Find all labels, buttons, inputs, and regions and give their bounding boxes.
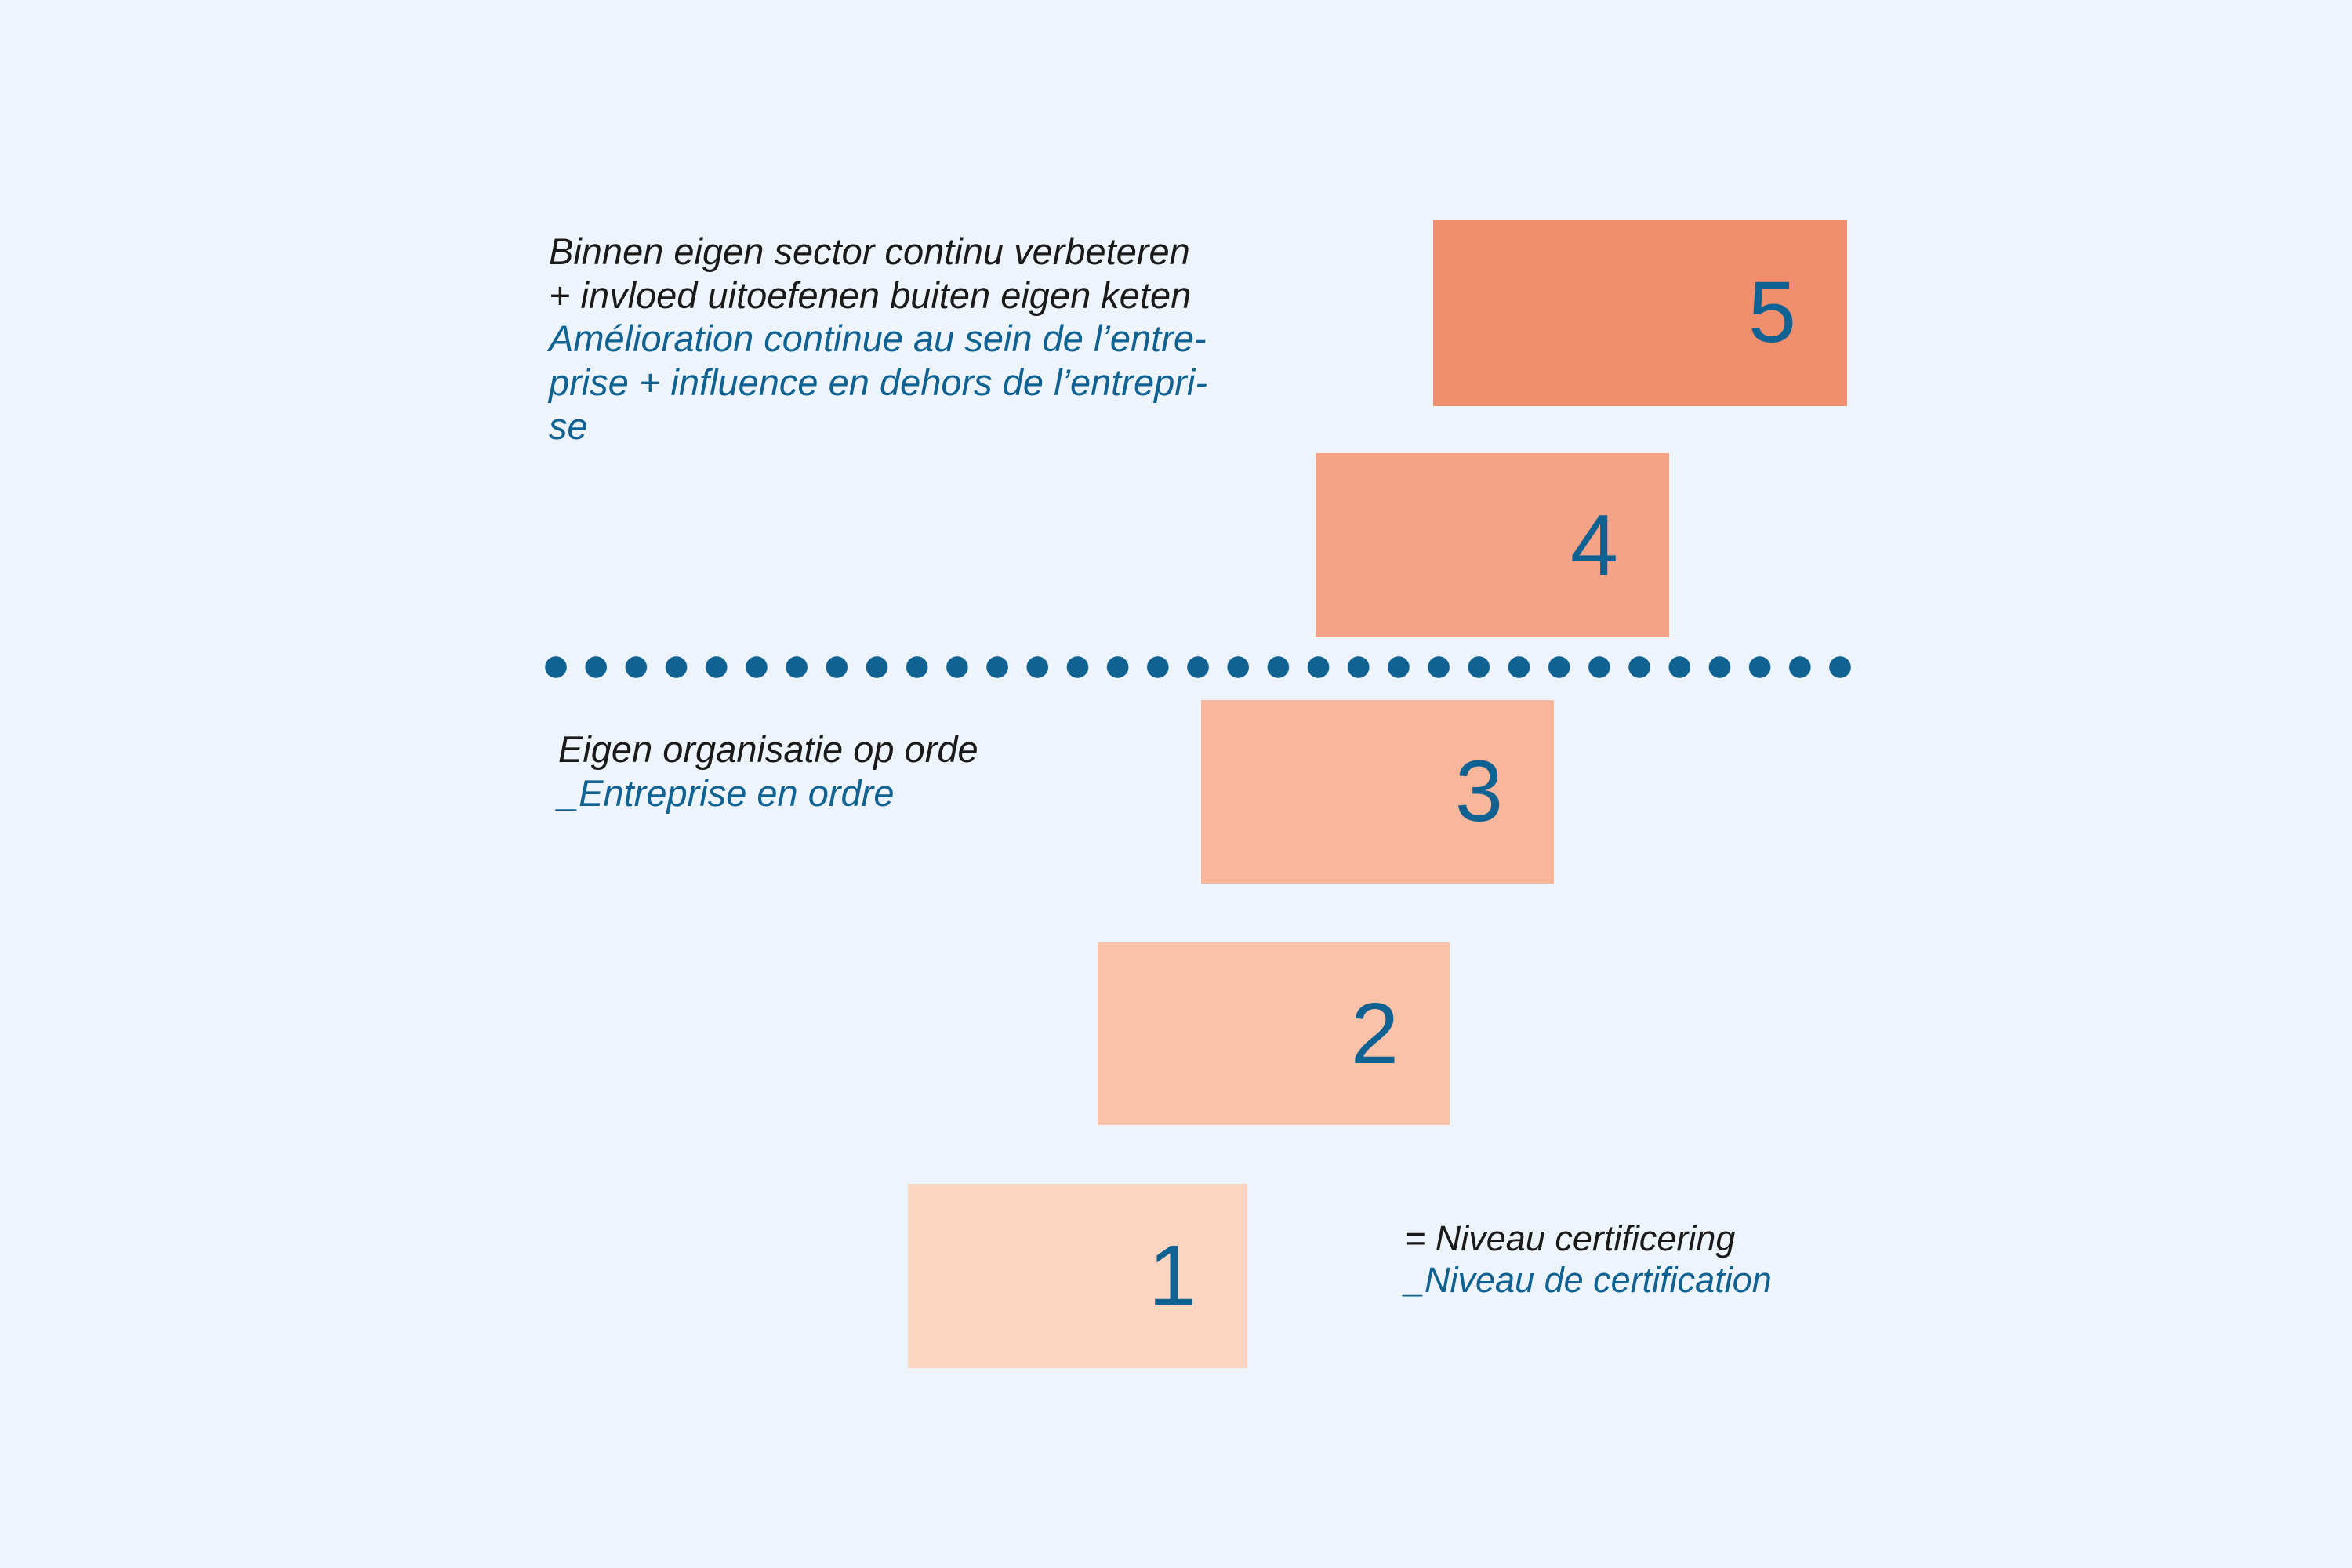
label-sector-improvement-fr-line-3: se xyxy=(549,405,588,447)
legend-certification-level: = Niveau certificering _Niveau de certif… xyxy=(1405,1218,1954,1301)
level-bar-3-number: 3 xyxy=(1454,743,1503,840)
label-sector-improvement-nl-line-2: + invloed uitoefenen buiten eigen keten xyxy=(549,274,1192,316)
legend-certification-fr-line-1: _Niveau de certification xyxy=(1405,1260,1772,1301)
label-sector-improvement-nl-line-1: Binnen eigen sector continu verbeteren xyxy=(549,230,1190,272)
level-bar-1[interactable]: 1 xyxy=(908,1184,1247,1368)
level-bar-1-number: 1 xyxy=(1148,1227,1196,1324)
label-own-organisation: Eigen organisatie op orde _Entreprise en… xyxy=(558,728,1060,815)
label-sector-improvement-fr-line-2: prise + influence en dehors de l’entrepr… xyxy=(549,361,1207,404)
level-bar-5[interactable]: 5 xyxy=(1433,220,1847,406)
level-bar-2-number: 2 xyxy=(1350,985,1399,1082)
label-sector-improvement: Binnen eigen sector continu verbeteren +… xyxy=(549,230,1207,448)
label-own-organisation-nl-line-1: Eigen organisatie op orde xyxy=(558,728,978,770)
legend-certification-nl-line-1: = Niveau certificering xyxy=(1405,1218,1736,1258)
level-bar-5-number: 5 xyxy=(1748,264,1796,361)
level-bar-4-number: 4 xyxy=(1570,496,1618,593)
label-own-organisation-fr-line-1: _Entreprise en ordre xyxy=(558,771,895,814)
level-bar-4[interactable]: 4 xyxy=(1316,453,1669,637)
level-bar-3[interactable]: 3 xyxy=(1201,700,1554,884)
level-bar-2[interactable]: 2 xyxy=(1098,942,1450,1125)
label-sector-improvement-fr-line-1: Amélioration continue au sein de l’entre… xyxy=(549,318,1207,360)
dotted-divider-line xyxy=(545,656,1859,678)
